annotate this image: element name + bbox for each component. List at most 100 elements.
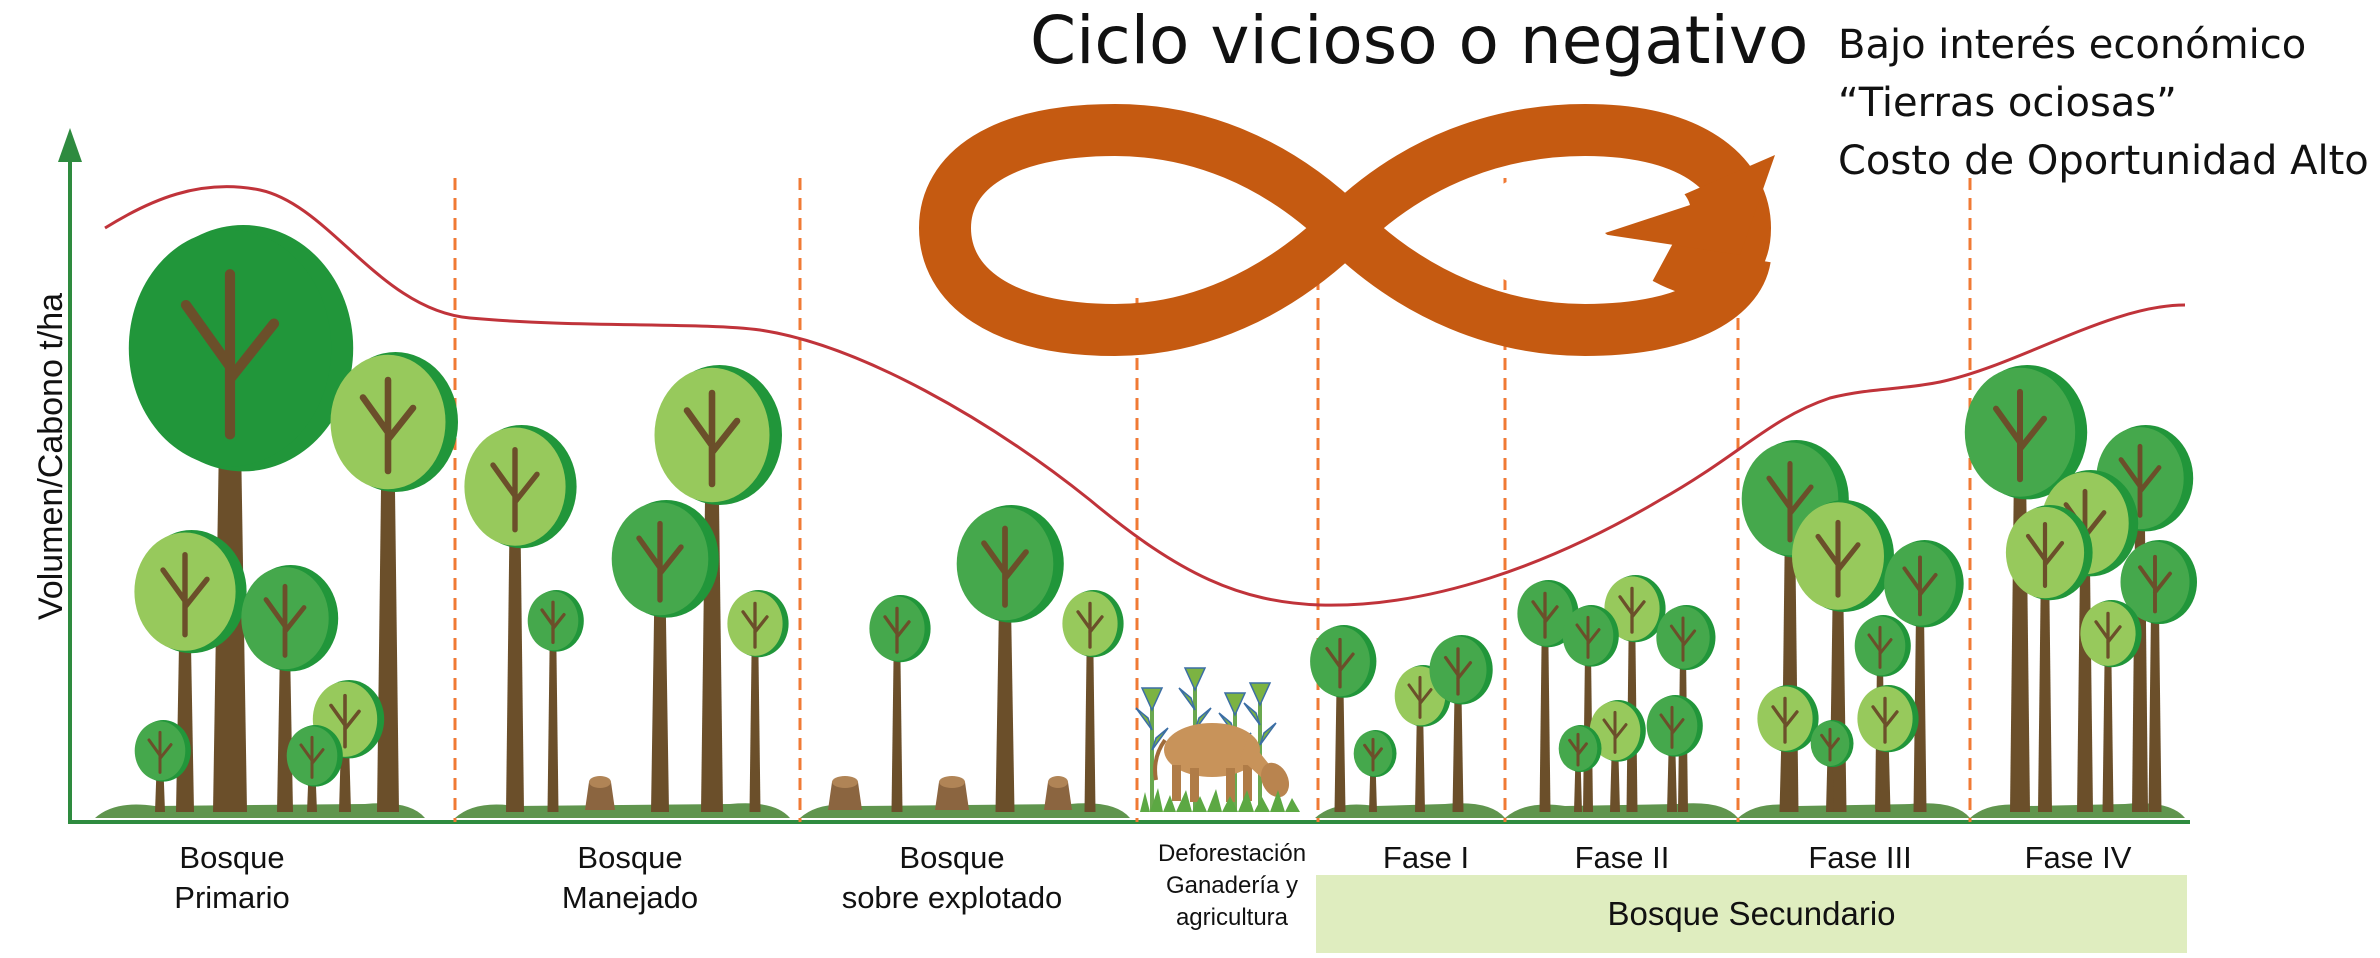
stump-body: [828, 782, 862, 810]
stage-label-line: Bosque: [577, 840, 683, 875]
tree-branches: [1669, 616, 1697, 662]
tree-branches: [359, 376, 417, 475]
tree-icon: [1562, 605, 1619, 812]
tree-branches: [1815, 519, 1861, 598]
secondary-forest-group-box: Bosque Secundario: [1316, 875, 2187, 953]
tree-icon: [1310, 625, 1377, 812]
tree-icon: [1757, 685, 1819, 812]
tree-branches: [299, 735, 325, 779]
ground-patch: [95, 803, 425, 818]
note-high-opportunity-cost: Costo de Oportunidad Alto: [1838, 138, 2369, 184]
tree-icon: [2005, 504, 2093, 812]
tree-branches: [2118, 443, 2162, 518]
tree-branches: [1771, 696, 1799, 744]
stage-label-line: Manejado: [561, 880, 699, 915]
tree-icon: [1062, 590, 1124, 812]
tree-branches: [1820, 727, 1840, 762]
tree-trunk: [1334, 661, 1346, 812]
tree-icon: [1353, 730, 1397, 812]
stage-label-line: Fase I: [1382, 840, 1470, 875]
tree-branches: [1867, 625, 1893, 669]
stage-label-fase-iv: Fase IV: [2025, 838, 2132, 878]
stump-body: [1044, 782, 1072, 810]
secondary-forest-label: Bosque Secundario: [1607, 895, 1896, 932]
crop-leaves: [1135, 687, 1169, 751]
cow-leg: [1190, 768, 1199, 802]
tree-trunk: [995, 563, 1015, 812]
stage-label-line: sobre explotado: [841, 880, 1063, 915]
stage-label-line: Fase III: [1808, 840, 1912, 875]
cow-leg: [1226, 768, 1235, 802]
crop-leaves: [1243, 682, 1277, 746]
stage-label-fase-iii: Fase III: [1808, 838, 1911, 878]
tree-branches: [160, 551, 210, 638]
cow-icon: [1153, 723, 1290, 802]
tree-icon: [1884, 540, 1964, 812]
infinity-loop: [919, 104, 1771, 356]
cycle-notes: Bajo interés económico “Tierras ociosas”…: [1838, 16, 2369, 190]
tree-branches: [1575, 615, 1601, 659]
tree-branches: [1602, 710, 1628, 754]
tree-icon: [1857, 685, 1919, 812]
tree-branches: [329, 693, 361, 749]
tree-branches: [540, 600, 566, 645]
tree-trunk: [749, 623, 761, 812]
tree-branches: [147, 730, 173, 774]
tree-branches: [2138, 554, 2172, 614]
tree-branches: [1568, 732, 1588, 767]
tree-trunk: [651, 558, 669, 812]
tree-branches: [490, 446, 540, 533]
stage-label-line: Fase II: [1574, 840, 1670, 875]
tree-icon: [1517, 580, 1579, 812]
tree-icon: [1792, 500, 1894, 812]
tree-trunk: [547, 620, 559, 812]
tree-icon: [869, 595, 931, 812]
stage-label-bosque-sobre-explotado: Bosque sobre explotado: [842, 838, 1063, 918]
carbon-volume-curve: [104, 185, 2186, 607]
stump-body: [585, 782, 615, 810]
stump-top: [589, 776, 611, 788]
stage-label-line: agricultura: [1175, 904, 1289, 931]
ground-patch: [455, 803, 790, 818]
stage-label-line: Fase IV: [2024, 840, 2132, 875]
tree-branches: [1659, 705, 1685, 749]
tree-icon: [727, 590, 789, 812]
cow-tail: [1153, 738, 1167, 781]
tree-icon: [956, 505, 1064, 812]
tree-branches: [741, 601, 769, 649]
tree-branches: [1363, 737, 1383, 772]
stage-label-line: Primario: [174, 880, 290, 915]
note-idle-lands: “Tierras ociosas”: [1838, 80, 2177, 126]
stump-icon: [585, 776, 615, 810]
tree-branches: [180, 269, 280, 440]
stage-label-line: Ganadería y: [1165, 872, 1299, 899]
tree-branches: [981, 525, 1029, 608]
stage-label-fase-i: Fase I: [1383, 838, 1469, 878]
tree-trunk: [1084, 623, 1096, 812]
tree-icon: [286, 725, 343, 812]
note-low-economic-interest: Bajo interés económico: [1838, 22, 2307, 68]
stump-icon: [1044, 776, 1072, 810]
tree-icon: [1589, 700, 1646, 812]
stage-label-bosque-manejado: Bosque Manejado: [562, 838, 698, 918]
tree-trunk: [2102, 633, 2114, 812]
pasture-crops-and-cow: [1135, 667, 1300, 812]
tree-branches: [683, 389, 741, 488]
crop-plant-icon: [1135, 687, 1169, 812]
stump-icon: [828, 776, 862, 810]
axes: [58, 128, 2190, 824]
cow-leg: [1243, 765, 1252, 801]
loop-hole-right: [1448, 162, 1690, 296]
tree-icon: [1429, 635, 1493, 812]
stage-label-line: Bosque: [179, 840, 285, 875]
tree-branches: [2094, 611, 2122, 659]
tree-trunk: [506, 486, 524, 812]
tree-trunk: [2038, 552, 2052, 812]
stage-label-line: Deforestación: [1157, 840, 1307, 867]
grass-tufts: [1140, 788, 1300, 812]
loop-hole-left: [1006, 162, 1230, 298]
tree-branches: [2025, 521, 2065, 589]
stumps: [585, 776, 1072, 810]
tree-icon: [134, 720, 191, 812]
